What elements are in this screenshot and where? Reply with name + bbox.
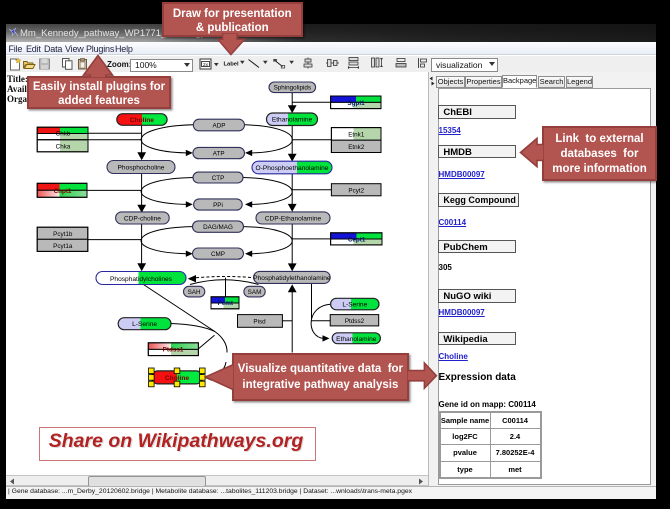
svg-text:Pcyt2: Pcyt2 (348, 187, 364, 194)
svg-text:CDP-Ethanolamine: CDP-Ethanolamine (265, 216, 322, 223)
svg-text:Ethanolamine: Ethanolamine (336, 336, 377, 343)
svg-text:Etnk1: Etnk1 (348, 132, 365, 139)
svg-text:DAG/MAG: DAG/MAG (203, 224, 233, 231)
svg-text:SAH: SAH (188, 289, 201, 296)
svg-text:2x: 2x (203, 62, 209, 68)
svg-text:O-Phosphoethanolamine: O-Phosphoethanolamine (256, 165, 329, 172)
svg-text:CTP: CTP (212, 175, 225, 182)
svg-text:Pemt: Pemt (218, 300, 234, 307)
svg-text:Choline: Choline (130, 117, 155, 124)
svg-text:Choline: Choline (165, 375, 190, 382)
svg-text:Phosphocholine: Phosphocholine (118, 165, 165, 172)
svg-text:Cept1: Cept1 (348, 237, 366, 244)
svg-text:SAM: SAM (248, 289, 262, 296)
svg-text:CDP-choline: CDP-choline (124, 216, 161, 223)
svg-text:Chka: Chka (56, 143, 71, 150)
svg-text:CMP: CMP (211, 251, 225, 258)
svg-text:ATP: ATP (213, 151, 225, 158)
svg-text:PPi: PPi (213, 202, 223, 209)
svg-text:Sphingolipids: Sphingolipids (274, 85, 311, 92)
svg-text:Sgpl1: Sgpl1 (347, 100, 365, 107)
svg-text:Label: Label (224, 62, 240, 68)
svg-text:Etnk2: Etnk2 (348, 144, 365, 151)
svg-text:Pisd: Pisd (253, 319, 266, 326)
svg-text:L-Serine: L-Serine (132, 321, 157, 328)
svg-text:Chkb: Chkb (56, 131, 71, 138)
svg-text:Chpt1: Chpt1 (54, 188, 72, 195)
svg-text:Ethanolamine: Ethanolamine (272, 117, 313, 124)
svg-text:Ptdss2: Ptdss2 (345, 318, 365, 325)
svg-text:L-Serine: L-Serine (342, 302, 367, 309)
svg-text:Pcyt1b: Pcyt1b (53, 231, 73, 238)
svg-text:Pcyt1a: Pcyt1a (53, 243, 73, 250)
svg-text:Phosphatidylethanolamine: Phosphatidylethanolamine (253, 275, 331, 282)
svg-text:Ptdss1: Ptdss1 (163, 347, 184, 354)
svg-text:ADP: ADP (213, 123, 226, 130)
svg-text:Phosphatidylcholines: Phosphatidylcholines (110, 276, 173, 283)
